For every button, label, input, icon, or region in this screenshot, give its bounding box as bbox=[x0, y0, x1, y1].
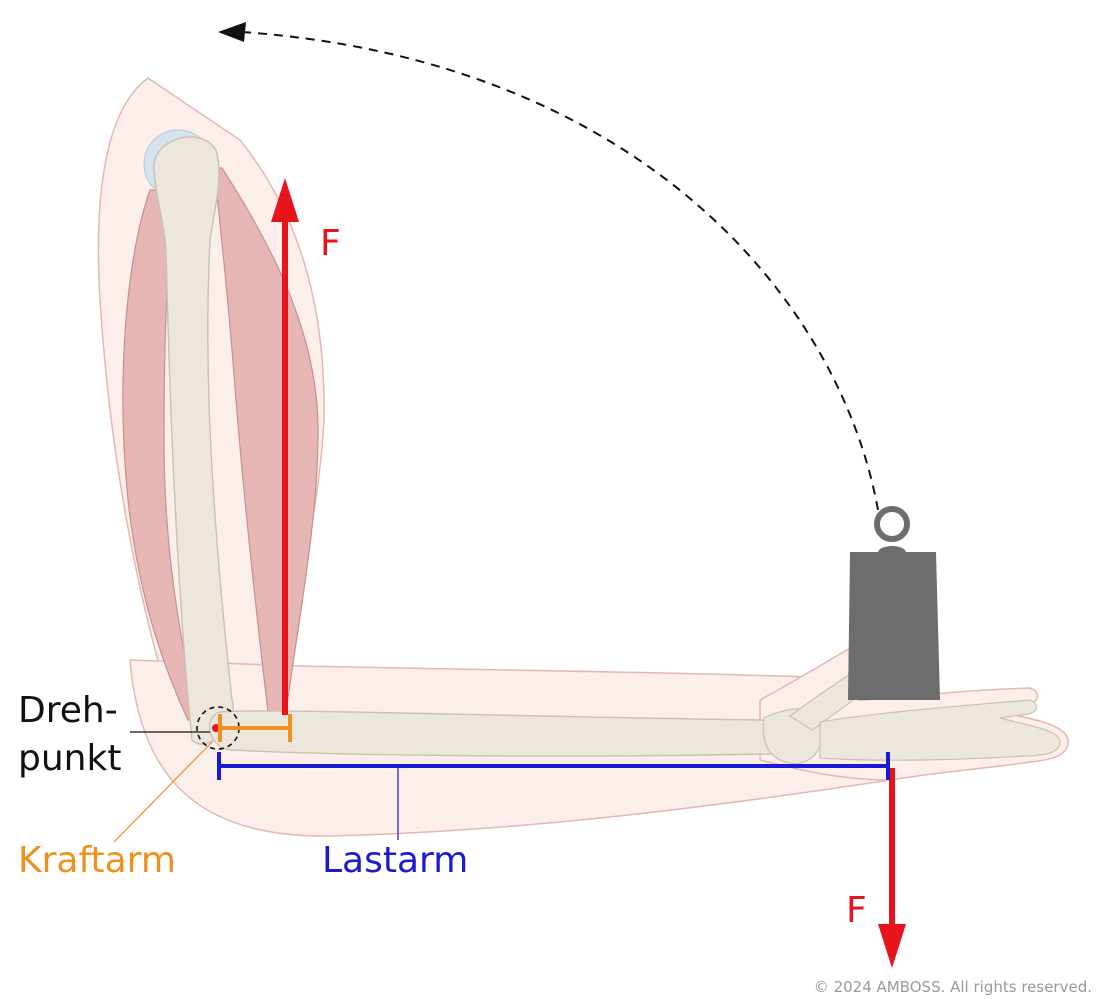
pivot-label-line1: Dreh- bbox=[18, 690, 118, 731]
bones bbox=[143, 129, 1061, 765]
radius-ulna-bone bbox=[208, 710, 789, 757]
pivot-label-line2: punkt bbox=[18, 738, 121, 779]
humerus-bone bbox=[153, 136, 234, 745]
effort-arm-label: Kraftarm bbox=[18, 840, 176, 881]
effort-arm-leader bbox=[113, 741, 213, 843]
rotation-arrowhead bbox=[218, 22, 246, 42]
rotation-arc bbox=[241, 31, 879, 511]
load-arm-bar bbox=[217, 752, 890, 840]
load-arm-label: Lastarm bbox=[322, 840, 468, 881]
finger-bones bbox=[819, 699, 1061, 761]
force-down-arrowhead bbox=[878, 924, 906, 968]
hanging-weight-icon bbox=[848, 506, 940, 700]
dashed-arc-arrow-icon bbox=[218, 22, 879, 511]
force-up-arrowhead bbox=[271, 178, 299, 222]
force-arrow-down bbox=[878, 768, 906, 968]
force-label-top: F bbox=[320, 223, 341, 264]
force-arrow-up bbox=[271, 178, 299, 715]
weight-body bbox=[848, 546, 940, 700]
effort-arm-bar bbox=[113, 714, 292, 843]
force-label-bottom: F bbox=[846, 890, 867, 931]
weight-ring bbox=[874, 506, 910, 542]
copyright-text: © 2024 AMBOSS. All rights reserved. bbox=[814, 978, 1092, 996]
